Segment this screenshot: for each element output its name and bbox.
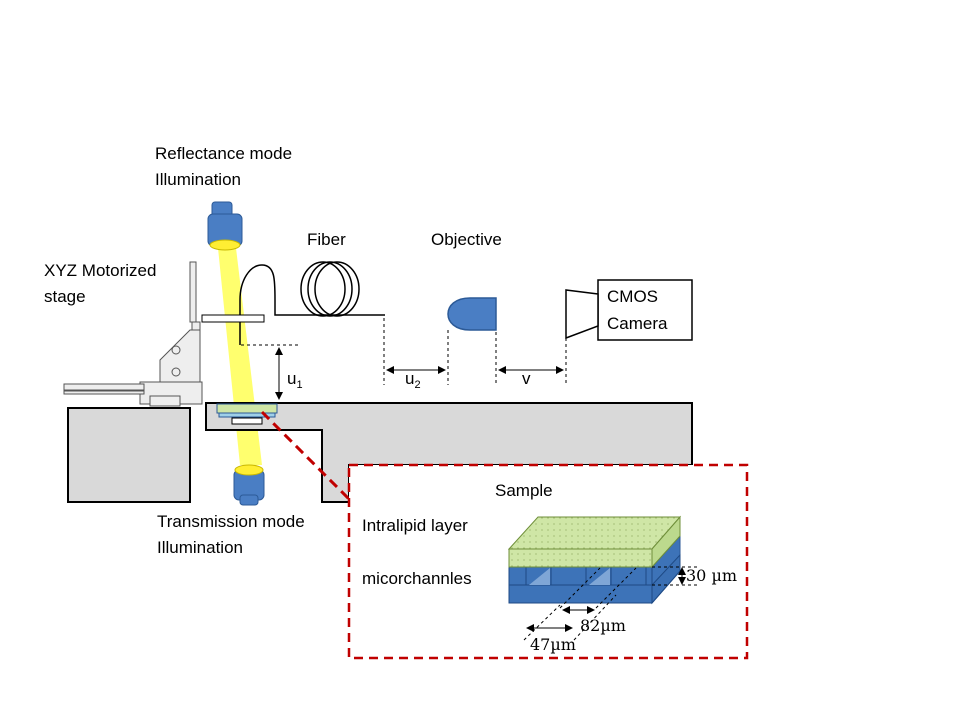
dimension-30um [652,566,700,586]
dim-82um-label: 82µm [580,616,626,635]
stage-label-line2: stage [44,287,86,306]
sample-holder [216,403,278,425]
dimension-u1 [241,344,300,400]
camera-label-line1: CMOS [607,287,658,306]
xyz-motorized-stage [63,261,203,407]
fiber [239,261,385,345]
u1-symbol: u [287,369,297,388]
u2-subscript: 2 [414,379,421,391]
stage-label-line1: XYZ Motorized [44,261,157,280]
intralipid-label: Intralipid layer [362,516,468,535]
u2-symbol: u [405,369,415,388]
reflectance-label-line2: Illumination [155,170,241,189]
u1-subscript: 1 [296,379,303,391]
dim-30um-label: 30 µm [686,566,738,585]
transmission-label-line2: Illumination [157,538,243,557]
dimension-v [495,332,567,385]
objective-lens [447,297,497,331]
objective-label: Objective [431,230,502,249]
u1-label: u1 [287,366,303,398]
dim-47um-label: 47µm [530,635,576,654]
dimension-47um [523,594,617,641]
camera-label-line2: Camera [607,314,668,333]
cmos-camera [565,279,693,341]
fiber-clamp [201,314,265,323]
illumination-beam [218,248,262,465]
dimension-82um [559,567,637,614]
sample-block [507,515,682,605]
reflectance-lamp [207,201,243,251]
sample-label: Sample [495,481,553,500]
reflectance-label-line1: Reflectance mode [155,144,293,163]
transmission-lamp [233,464,265,506]
u2-label: u2 [405,366,421,398]
transmission-label-line1: Transmission mode [157,512,305,531]
fiber-label: Fiber [307,230,346,249]
microchannels-label: micorchannles [362,569,472,588]
zoom-line [260,410,352,502]
v-label: v [522,369,531,388]
dimension-u2 [383,318,449,385]
stage-base [67,407,191,503]
